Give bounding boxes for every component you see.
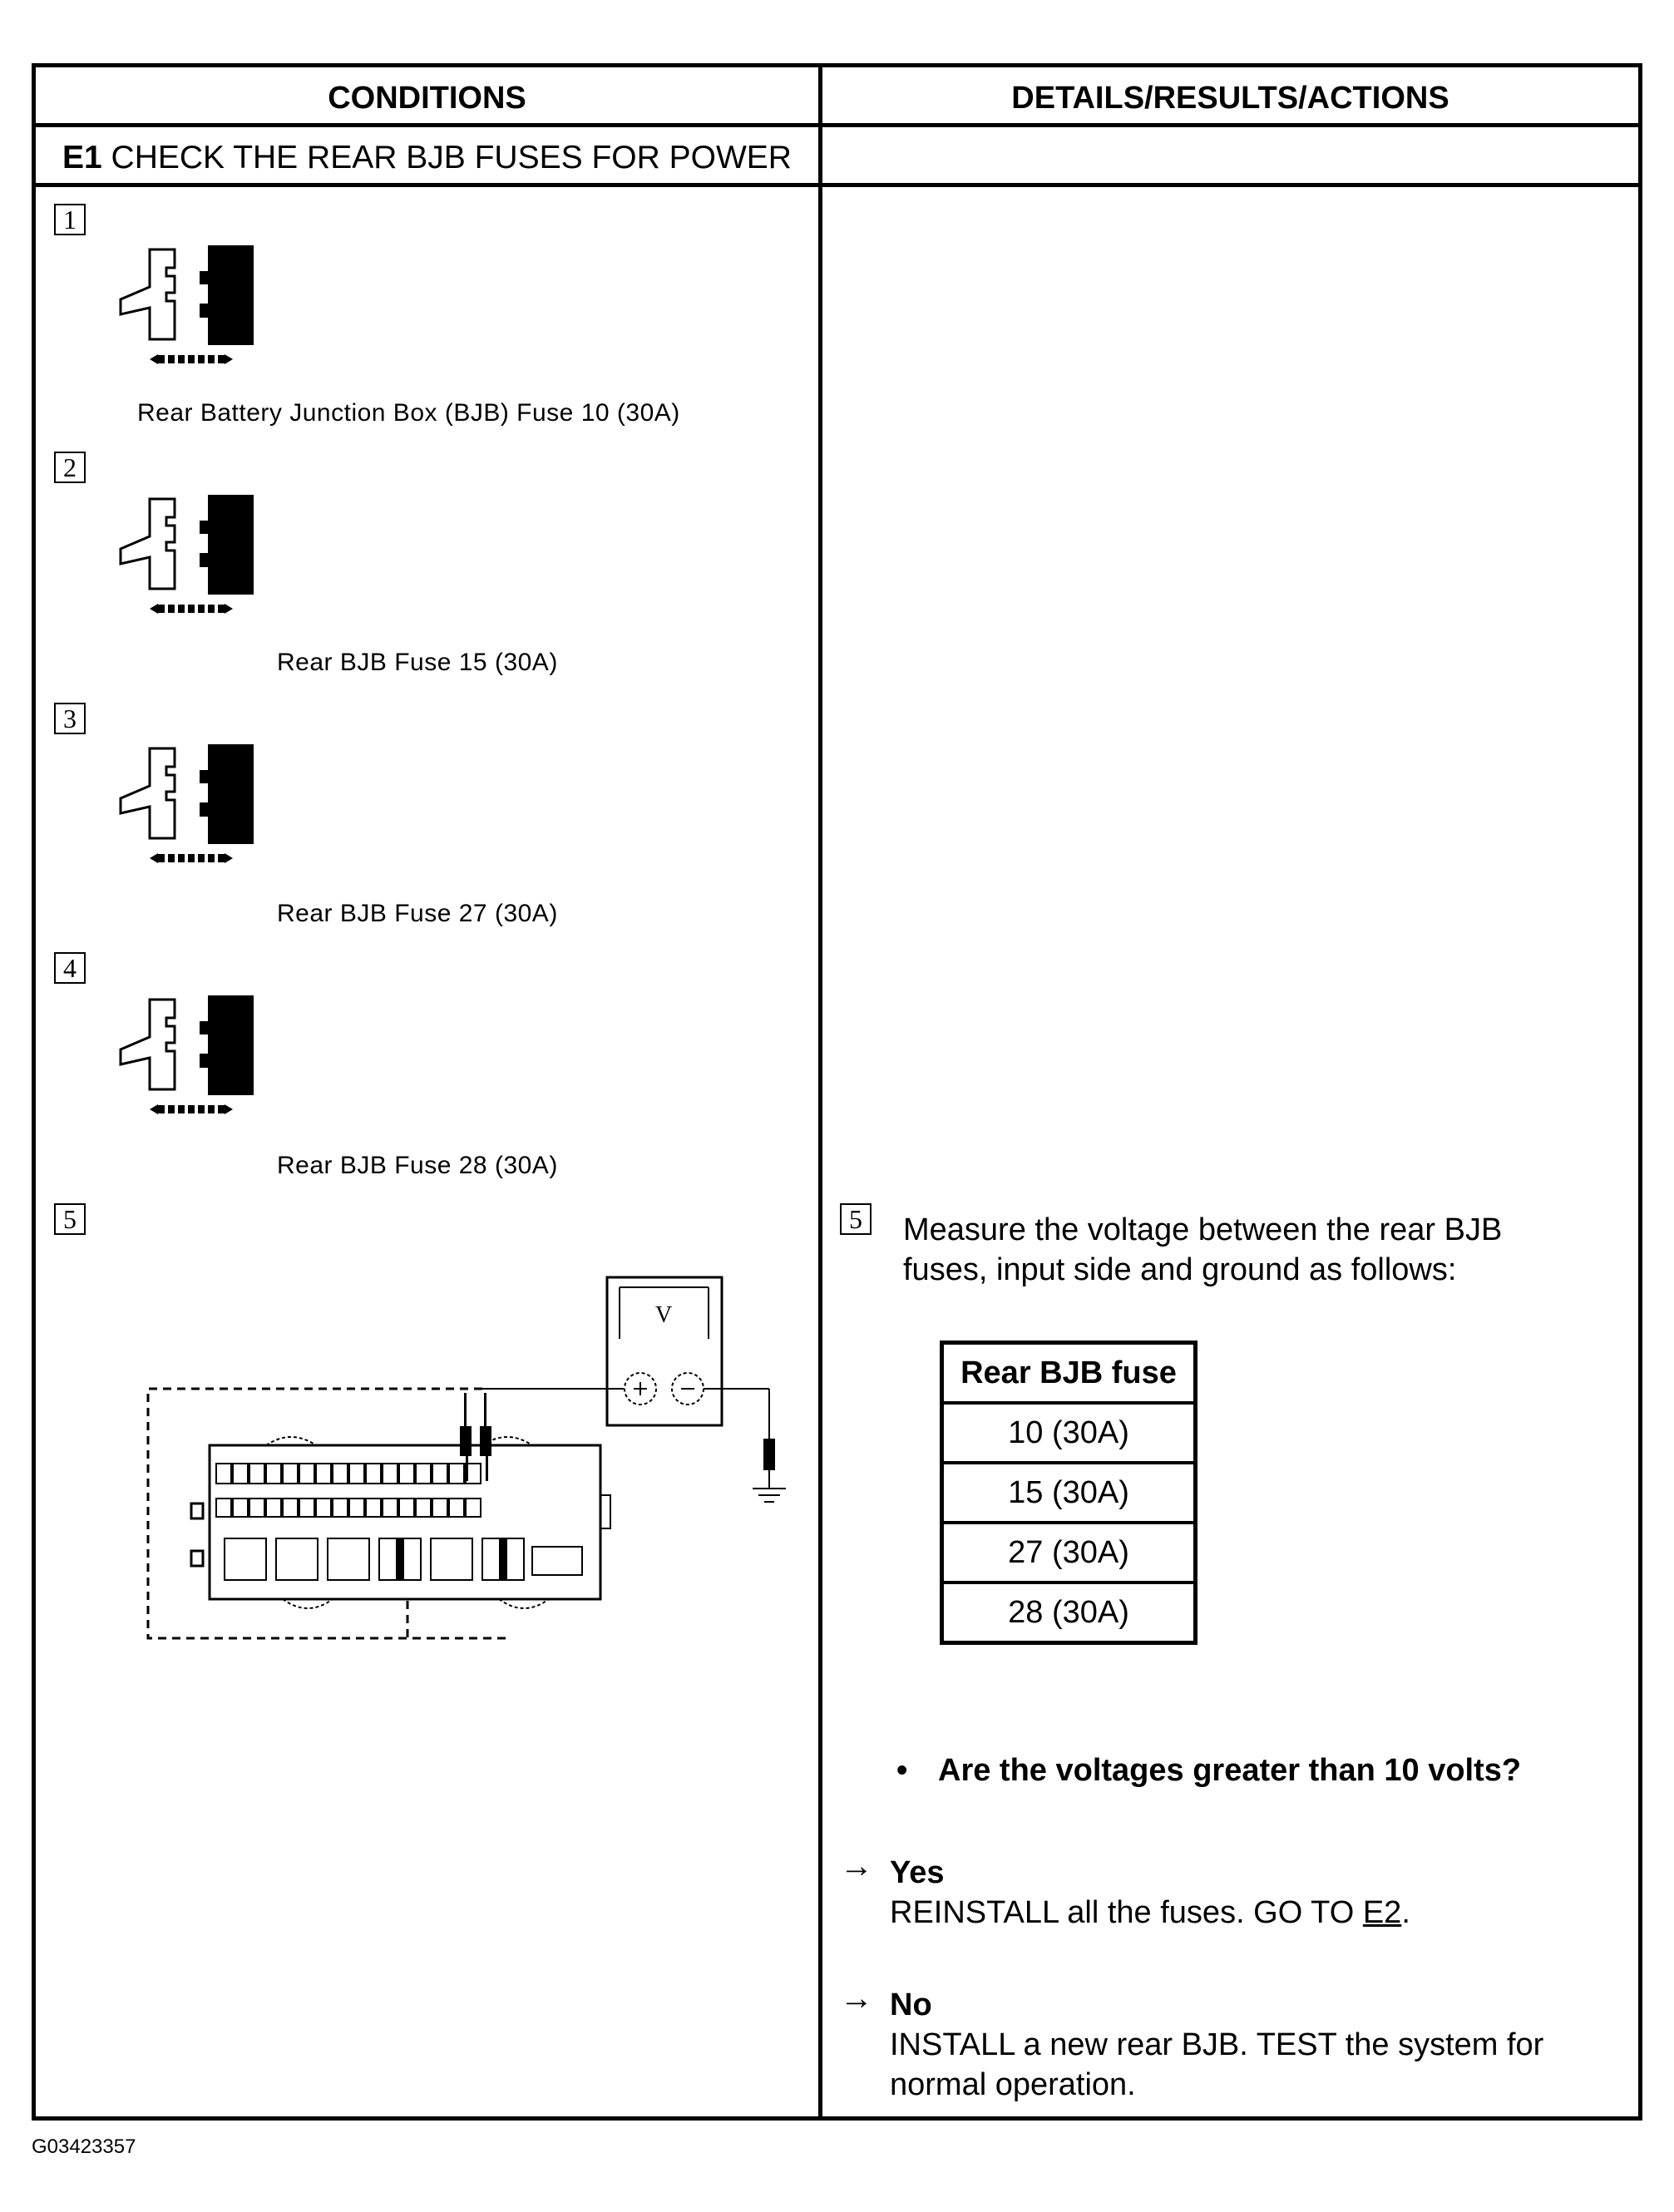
step-number-box: 2: [54, 452, 86, 483]
table-row: 15 (30A): [940, 1461, 1197, 1524]
bullet-icon: •: [896, 1753, 908, 1788]
step-number-box: 3: [54, 703, 86, 734]
table-row: 27 (30A): [940, 1521, 1197, 1584]
step-title-text: CHECK THE REAR BJB FUSES FOR POWER: [111, 140, 792, 175]
conditions-header: CONDITIONS: [328, 81, 526, 116]
table-row: 10 (30A): [940, 1401, 1197, 1464]
connector-disconnect-icon: [119, 995, 254, 1114]
table-frame: [32, 63, 1642, 2121]
yes-action: REINSTALL all the fuses. GO TO E2.: [890, 1893, 1638, 1933]
condition-caption: Rear BJB Fuse 27 (30A): [277, 900, 558, 927]
yes-action-suffix: .: [1401, 1895, 1410, 1930]
voltmeter-label: V: [655, 1302, 672, 1328]
go-to-e2-link[interactable]: E2: [1362, 1895, 1402, 1930]
step-number-box: 4: [54, 952, 86, 984]
condition-caption: Rear Battery Junction Box (BJB) Fuse 10 …: [137, 399, 680, 427]
connector-disconnect-icon: [119, 744, 254, 863]
connector-disconnect-icon: [119, 245, 254, 364]
step-number-box: 1: [54, 204, 86, 235]
details-header: DETAILS/RESULTS/ACTIONS: [1011, 81, 1449, 116]
header-divider: [32, 123, 1642, 127]
question-text: Are the voltages greater than 10 volts?: [938, 1753, 1522, 1788]
yes-action-text: REINSTALL all the fuses. GO TO: [890, 1895, 1355, 1930]
arrow-right-icon: →: [840, 1848, 873, 1884]
arrow-right-icon: →: [840, 1980, 873, 2017]
question: • Are the voltages greater than 10 volts?: [896, 1753, 1521, 1789]
fuse-table: Rear BJB fuse 10 (30A) 15 (30A) 27 (30A)…: [940, 1341, 1197, 1645]
connector-disconnect-icon: [119, 495, 254, 614]
figure-code: G03423357: [32, 2135, 136, 2158]
condition-caption: Rear BJB Fuse 15 (30A): [277, 649, 558, 676]
step-title: E1 CHECK THE REAR BJB FUSES FOR POWER: [62, 131, 792, 185]
table-row: 28 (30A): [940, 1581, 1197, 1645]
step-number-box: 5: [54, 1203, 86, 1235]
yes-label: Yes: [890, 1855, 945, 1890]
step-code: E1: [62, 140, 102, 175]
column-divider: [818, 63, 822, 2121]
no-action-text: INSTALL a new rear BJB. TEST the system …: [890, 2027, 1544, 2102]
condition-caption: Rear BJB Fuse 28 (30A): [277, 1152, 558, 1179]
title-divider: [32, 183, 1642, 187]
instruction-text: Measure the voltage between the rear BJB…: [903, 1212, 1503, 1287]
step-number-box: 5: [840, 1203, 872, 1235]
voltmeter-junction-box-diagram: V: [146, 1276, 786, 1640]
fuse-table-header: Rear BJB fuse: [940, 1341, 1197, 1405]
no-label: No: [890, 1987, 932, 2022]
